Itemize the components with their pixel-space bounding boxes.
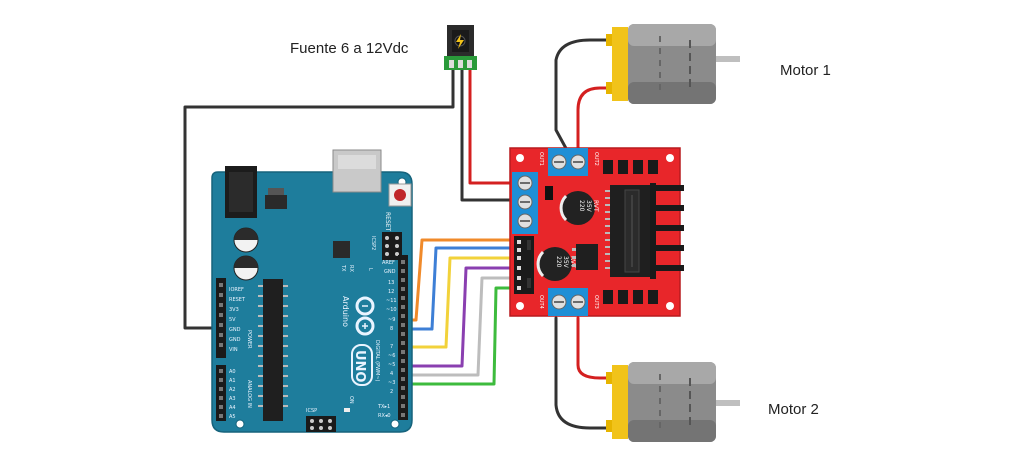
pin-label: ~6 [388, 353, 395, 359]
motor-1-label: Motor 1 [780, 62, 831, 79]
power-source-label: Fuente 6 a 12Vdc [290, 40, 409, 57]
motor1-wire-red [576, 86, 614, 154]
pin-label: 3V3 [229, 307, 239, 313]
pin-label: A2 [229, 387, 236, 393]
digital-pin-labels: AREF GND 13 12 ~11 ~10 ~9 8 7 ~6 ~5 4 ~3… [377, 260, 397, 419]
tx-label: TX [340, 264, 346, 272]
capacitor-label: 35V [562, 256, 569, 269]
pin-label: 5V [229, 317, 236, 323]
out4-label: OUT4 [538, 295, 544, 309]
motor2-wire-black [554, 316, 614, 430]
out1-label: OUT1 [538, 152, 544, 166]
driver-12v-wire-red [468, 68, 516, 185]
digital-header [398, 255, 408, 420]
pin-label: GND [384, 269, 396, 275]
pin-label: ~10 [386, 307, 397, 313]
l298-chip-heatsink [605, 183, 684, 279]
pin-label: ~3 [388, 380, 395, 386]
pin-label: 2 [390, 389, 393, 395]
pin-label: RX◂0 [378, 413, 391, 419]
pin-label: ~11 [386, 298, 397, 304]
pin-label: ~9 [388, 317, 395, 323]
uno-label: UNO [352, 350, 367, 383]
out3-label: OUT3 [593, 295, 599, 309]
driver-capacitor-1: 220 35V RVT [559, 191, 599, 225]
pin-label: A1 [229, 378, 236, 384]
pin-label: A4 [229, 405, 236, 411]
pin-label: 13 [388, 280, 394, 286]
motor-1 [606, 24, 740, 104]
l298n-driver-board: OUT1 OUT2 OUT4 OUT3 220 35V RVT [509, 147, 684, 317]
pin-label: 7 [390, 344, 393, 350]
pin-label: GND [229, 327, 241, 333]
arduino-uno-board: RESET ICSP2 TX RX L Arduino UNO ON [211, 149, 413, 433]
analog-header [216, 365, 226, 421]
icsp-header [306, 416, 336, 432]
capacitor-label: RVT [569, 256, 576, 268]
pin-label: 12 [388, 289, 394, 295]
power-section-label: POWER [246, 330, 252, 349]
on-label: ON [348, 396, 354, 404]
atmega-chip [263, 279, 283, 421]
power-header [216, 278, 226, 358]
terminal-block-motor1 [548, 148, 588, 176]
capacitor-label: 220 [578, 200, 585, 212]
wires [183, 38, 614, 430]
pin-label: 8 [390, 326, 393, 332]
pin-label: ~5 [388, 362, 395, 368]
icsp2-header [382, 232, 402, 260]
pin-label: VIN [229, 347, 238, 353]
signal-wire-gray [402, 276, 524, 377]
pin-label: A3 [229, 396, 236, 402]
capacitor-label: RVT [592, 200, 599, 212]
rx-label: RX [348, 265, 354, 272]
signal-wire-purple [402, 266, 524, 368]
pin-label: RESET [229, 297, 246, 303]
arduino-logo-icon [355, 296, 375, 336]
uno-badge: UNO [351, 344, 373, 386]
control-pin-header [514, 236, 534, 294]
driver-gnd-wire-black [460, 68, 516, 202]
pin-label: IOREF [229, 287, 244, 293]
terminal-block-power [512, 172, 538, 234]
digital-section-label: DIGITAL (PWM~) [374, 340, 380, 382]
pin-label: AREF [382, 260, 395, 266]
gnd-wire-black [183, 68, 455, 330]
reset-label: RESET [384, 212, 391, 232]
pin-label: TX▸1 [377, 404, 390, 410]
motor1-wire-black [554, 38, 614, 154]
brand-label: Arduino [341, 296, 350, 327]
signal-wire-green [402, 286, 524, 386]
capacitor-label: 220 [555, 256, 562, 268]
power-jack [444, 25, 477, 70]
capacitor-label: 35V [585, 200, 592, 213]
signal-wire-yellow [402, 256, 524, 349]
icsp-label: ICSP [306, 408, 317, 414]
driver-capacitor-2: 220 35V RVT [536, 247, 576, 281]
out2-label: OUT2 [593, 152, 599, 166]
power-pin-labels: IOREF RESET 3V3 5V GND GND VIN [229, 287, 246, 353]
motor2-wire-red [576, 316, 614, 380]
icsp2-label: ICSP2 [370, 236, 376, 250]
terminal-block-motor2 [548, 288, 588, 316]
signal-wire-blue [402, 246, 524, 331]
pin-label: A5 [229, 414, 236, 420]
pin-label: GND [229, 337, 241, 343]
motor-2-label: Motor 2 [768, 401, 819, 418]
analog-pin-labels: A0 A1 A2 A3 A4 A5 [229, 369, 236, 420]
l-label: L [367, 268, 373, 271]
pin-label: 4 [390, 371, 393, 377]
motor-2 [606, 362, 740, 442]
analog-section-label: ANALOG IN [246, 380, 252, 408]
pin-label: A0 [229, 369, 236, 375]
lightning-icon [456, 34, 464, 49]
